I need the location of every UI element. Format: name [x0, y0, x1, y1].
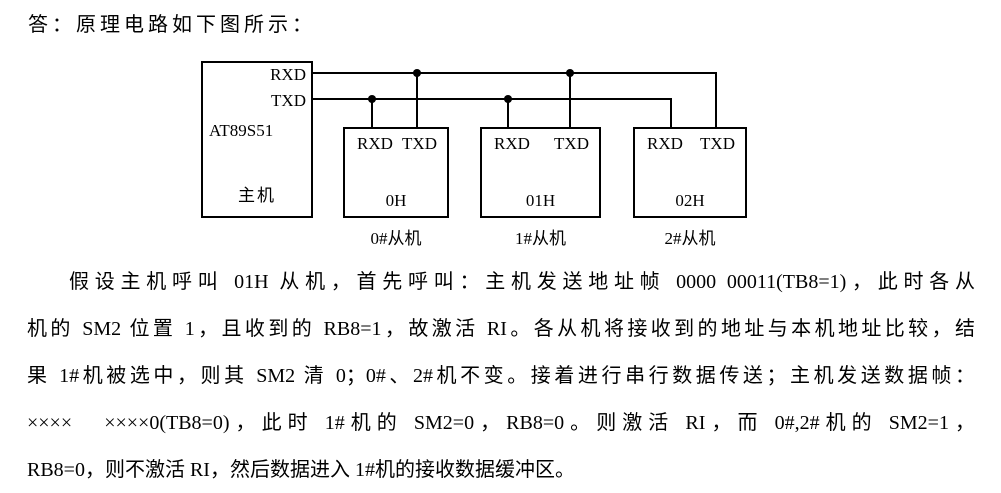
master-txd-pin-label: TXD — [271, 91, 306, 110]
slave2-txd-pin-label: TXD — [700, 134, 735, 153]
slave-box-0: RXD TXD 0H — [343, 127, 449, 218]
slave1-caption: 1#从机 — [515, 229, 566, 248]
slave-box-2: RXD TXD 02H — [633, 127, 747, 218]
slave0-address-label: 0H — [385, 191, 407, 210]
junction-dot — [413, 69, 421, 77]
slave0-txd-pin-label: TXD — [402, 134, 437, 153]
slave-box-1: RXD TXD 01H — [480, 127, 601, 218]
master-name-label: 主机 — [238, 186, 276, 205]
circuit-diagram: RXD TXD AT89S51 主机 RXD TXD 0H 0#从机 — [201, 61, 747, 248]
txd-bus-drop-slave0 — [371, 98, 373, 127]
slave2-caption: 2#从机 — [664, 229, 716, 248]
slave2-pin-row: RXD TXD — [635, 129, 745, 154]
explanation-paragraph: 假设主机呼叫 01H 从机，首先呼叫：主机发送地址帧 0000 00011(TB… — [27, 259, 975, 493]
junction-dot — [368, 95, 376, 103]
answer-heading: 答：原理电路如下图所示： — [28, 14, 316, 36]
junction-dot — [566, 69, 574, 77]
slave0-pin-row: RXD TXD — [345, 129, 447, 154]
slave2-rxd-pin-label: RXD — [647, 134, 683, 153]
paragraph-line-2: 机的 SM2 位置 1，且收到的 RB8=1，故激活 RI。各从机将接收到的地址… — [27, 318, 975, 340]
paragraph-line-4: ×××× ××××0(TB8=0)，此时 1#机的 SM2=0，RB8=0。则激… — [27, 412, 975, 434]
master-rxd-pin-label: RXD — [270, 65, 306, 84]
paragraph-line-3: 果 1#机被选中，则其 SM2 清 0；0#、2#机不变。接着进行串行数据传送；… — [27, 365, 975, 387]
junction-dot — [504, 95, 512, 103]
txd-bus-wire — [313, 98, 672, 100]
master-chip-label: AT89S51 — [209, 121, 274, 140]
slave1-rxd-pin-label: RXD — [494, 134, 530, 153]
slave1-pin-row: RXD TXD — [482, 129, 599, 154]
master-box: RXD TXD AT89S51 主机 — [201, 61, 313, 218]
slave1-txd-pin-label: TXD — [554, 134, 589, 153]
slave0-rxd-pin-label: RXD — [357, 134, 393, 153]
rxd-bus-drop-slave2 — [715, 72, 717, 127]
paragraph-line-1: 假设主机呼叫 01H 从机，首先呼叫：主机发送地址帧 0000 00011(TB… — [69, 271, 975, 293]
slave0-caption: 0#从机 — [370, 229, 422, 248]
txd-bus-drop-slave2 — [670, 98, 672, 127]
slave2-address-label: 02H — [675, 191, 705, 210]
rxd-bus-wire — [313, 72, 717, 74]
slave1-address-label: 01H — [525, 191, 556, 210]
paragraph-line-5: RB8=0，则不激活 RI，然后数据进入 1#机的接收数据缓冲区。 — [27, 459, 575, 481]
txd-bus-drop-slave1 — [507, 98, 509, 127]
